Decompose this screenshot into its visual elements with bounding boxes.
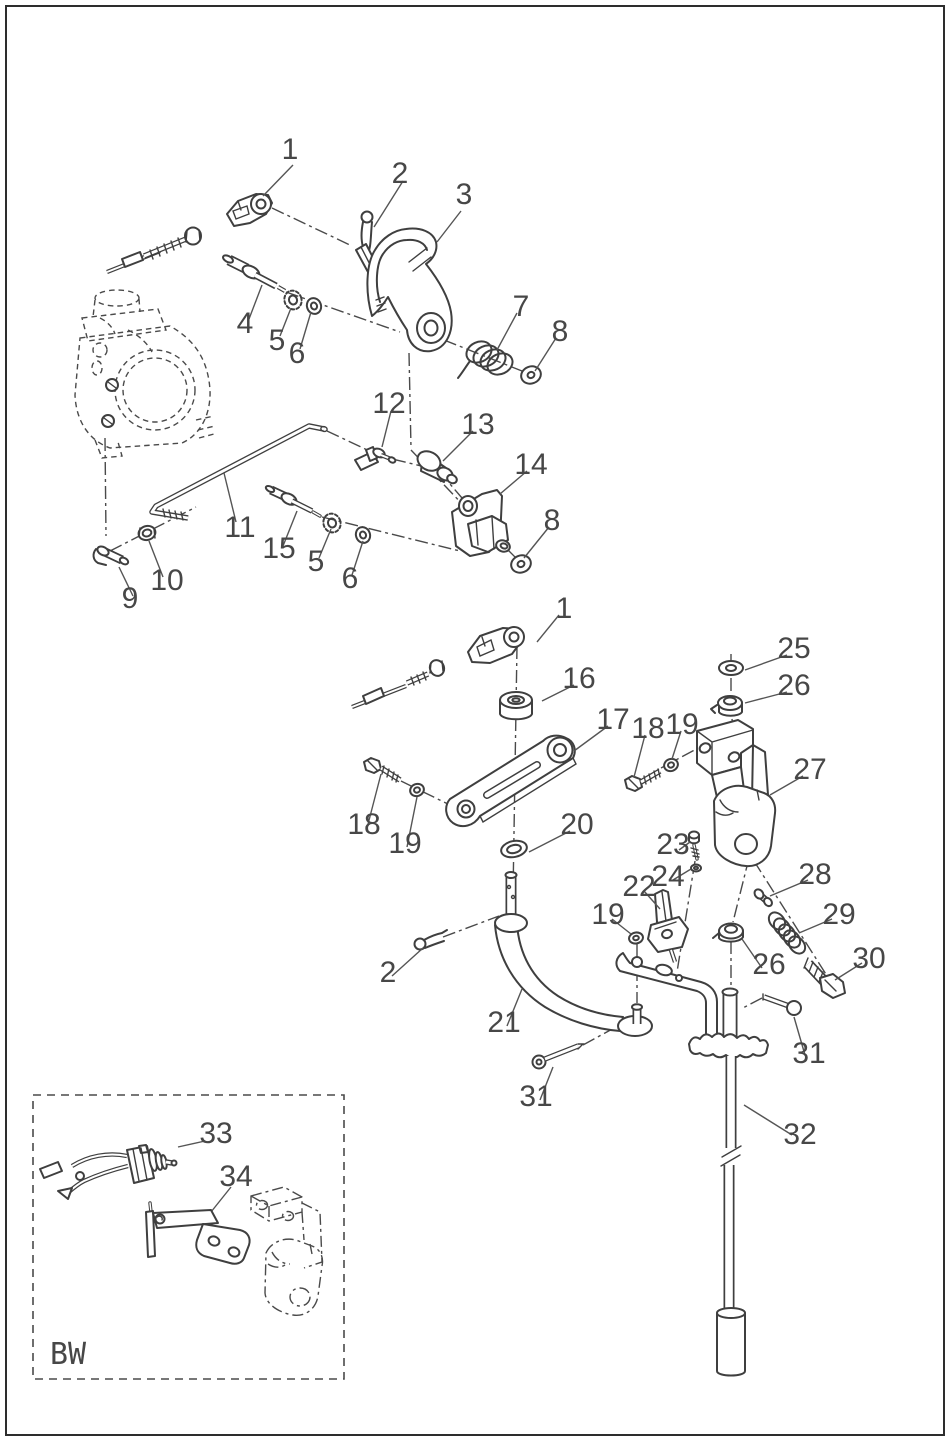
callout-16: 16 [562,662,595,695]
part-25-washer [718,660,744,676]
part-26-bushing-lower [712,922,744,943]
callout-10: 10 [150,564,183,597]
callout-4: 4 [237,307,254,340]
callout-13: 13 [461,408,494,441]
callout-11: 11 [224,511,255,544]
bw-inset-box: BW [32,1094,345,1380]
part-6-washer-upper [305,297,323,315]
callout-31a: 31 [792,1037,825,1070]
part-5-lock-washer-upper [283,289,303,311]
part-16-bushing [499,691,533,721]
part-30-bolt [803,957,846,999]
callout-8a: 8 [552,315,569,348]
part-21-curved-arm [494,871,653,1037]
callout-3: 3 [456,178,473,211]
callout-2b: 2 [380,956,397,989]
part-5-lock-washer-lower [322,512,342,534]
part-22-link [647,889,689,963]
callout-23: 23 [656,828,689,861]
bracket-ghost [250,1186,324,1316]
part-7-spring [457,340,514,379]
part-18-bolt-left [363,757,402,783]
callout-19c: 19 [591,898,624,931]
callout-9: 9 [122,582,139,615]
callout-26a: 26 [777,669,810,702]
part-19-washer-left [409,782,425,798]
callout-27: 27 [793,753,826,786]
callout-labels: 1 2 3 4 5 6 7 8 12 13 14 8 11 15 5 6 9 1… [122,133,886,1193]
callout-5b: 5 [308,545,325,578]
callout-24: 24 [651,860,684,893]
part-20-washer [500,839,528,859]
callout-7: 7 [513,290,530,323]
callout-26b: 26 [752,948,785,981]
callout-25: 25 [777,632,810,665]
throttle-body-ghost [74,289,216,459]
callout-29: 29 [822,898,855,931]
part-14-bracket [451,489,511,557]
part-8-washer-lower [510,554,532,574]
part-19-washer-bottom [628,931,644,945]
callout-14: 14 [514,448,547,481]
part-26-bushing-upper [710,695,743,717]
part-12-clamp [354,446,397,471]
page-border [5,5,945,1436]
part-13-sleeve [416,450,458,485]
callout-2a: 2 [392,157,409,190]
part-34-bracket [145,1201,251,1265]
part-15-pin [264,484,322,518]
part-31-pin-lower [531,1043,585,1070]
callout-33: 33 [199,1117,232,1150]
part-3-throttle-cam [355,227,453,353]
callout-28: 28 [798,858,831,891]
callout-32: 32 [783,1118,816,1151]
part-29-spring [767,911,807,955]
callout-18a: 18 [347,808,380,841]
callout-20: 20 [560,808,593,841]
part-11-rod [149,423,328,521]
callout-31b: 31 [519,1080,552,1113]
part-1-lower-cable-joint [351,626,525,710]
part-10-nut [137,524,157,542]
part-9-plug [92,545,130,566]
part-4-pin [222,254,287,293]
part-33-switch [39,1144,178,1200]
callout-6b: 6 [342,562,359,595]
part-2-clip-lower [413,929,448,951]
part-18-bolt-right [624,768,662,792]
part-24-washer [690,863,702,873]
callout-15: 15 [262,532,295,565]
part-31-pin-right [762,993,802,1016]
part-19-washer-right [663,757,679,773]
part-28-pin [753,888,773,908]
callout-1a: 1 [282,133,299,166]
callout-19a: 19 [388,827,421,860]
callout-6a: 6 [289,337,306,370]
callout-30: 30 [852,942,885,975]
callout-1b: 1 [556,592,573,625]
part-27-bracket [696,719,777,868]
part-1-upper-cable-joint [106,193,273,275]
part-17-arm [445,734,577,828]
callout-19b: 19 [665,708,698,741]
callout-34: 34 [219,1160,252,1193]
part-32-shift-rod [688,987,769,1377]
part-6-washer-lower [354,526,372,544]
leader-lines [118,164,863,1213]
callout-18b: 18 [631,712,664,745]
callout-22: 22 [622,870,655,903]
callout-5a: 5 [269,324,286,357]
part-23-screw [688,830,700,861]
callout-21: 21 [487,1006,520,1039]
callout-12: 12 [372,387,405,420]
callout-17: 17 [596,703,629,736]
callout-8b: 8 [544,504,561,537]
inset-label: BW [50,1337,87,1372]
